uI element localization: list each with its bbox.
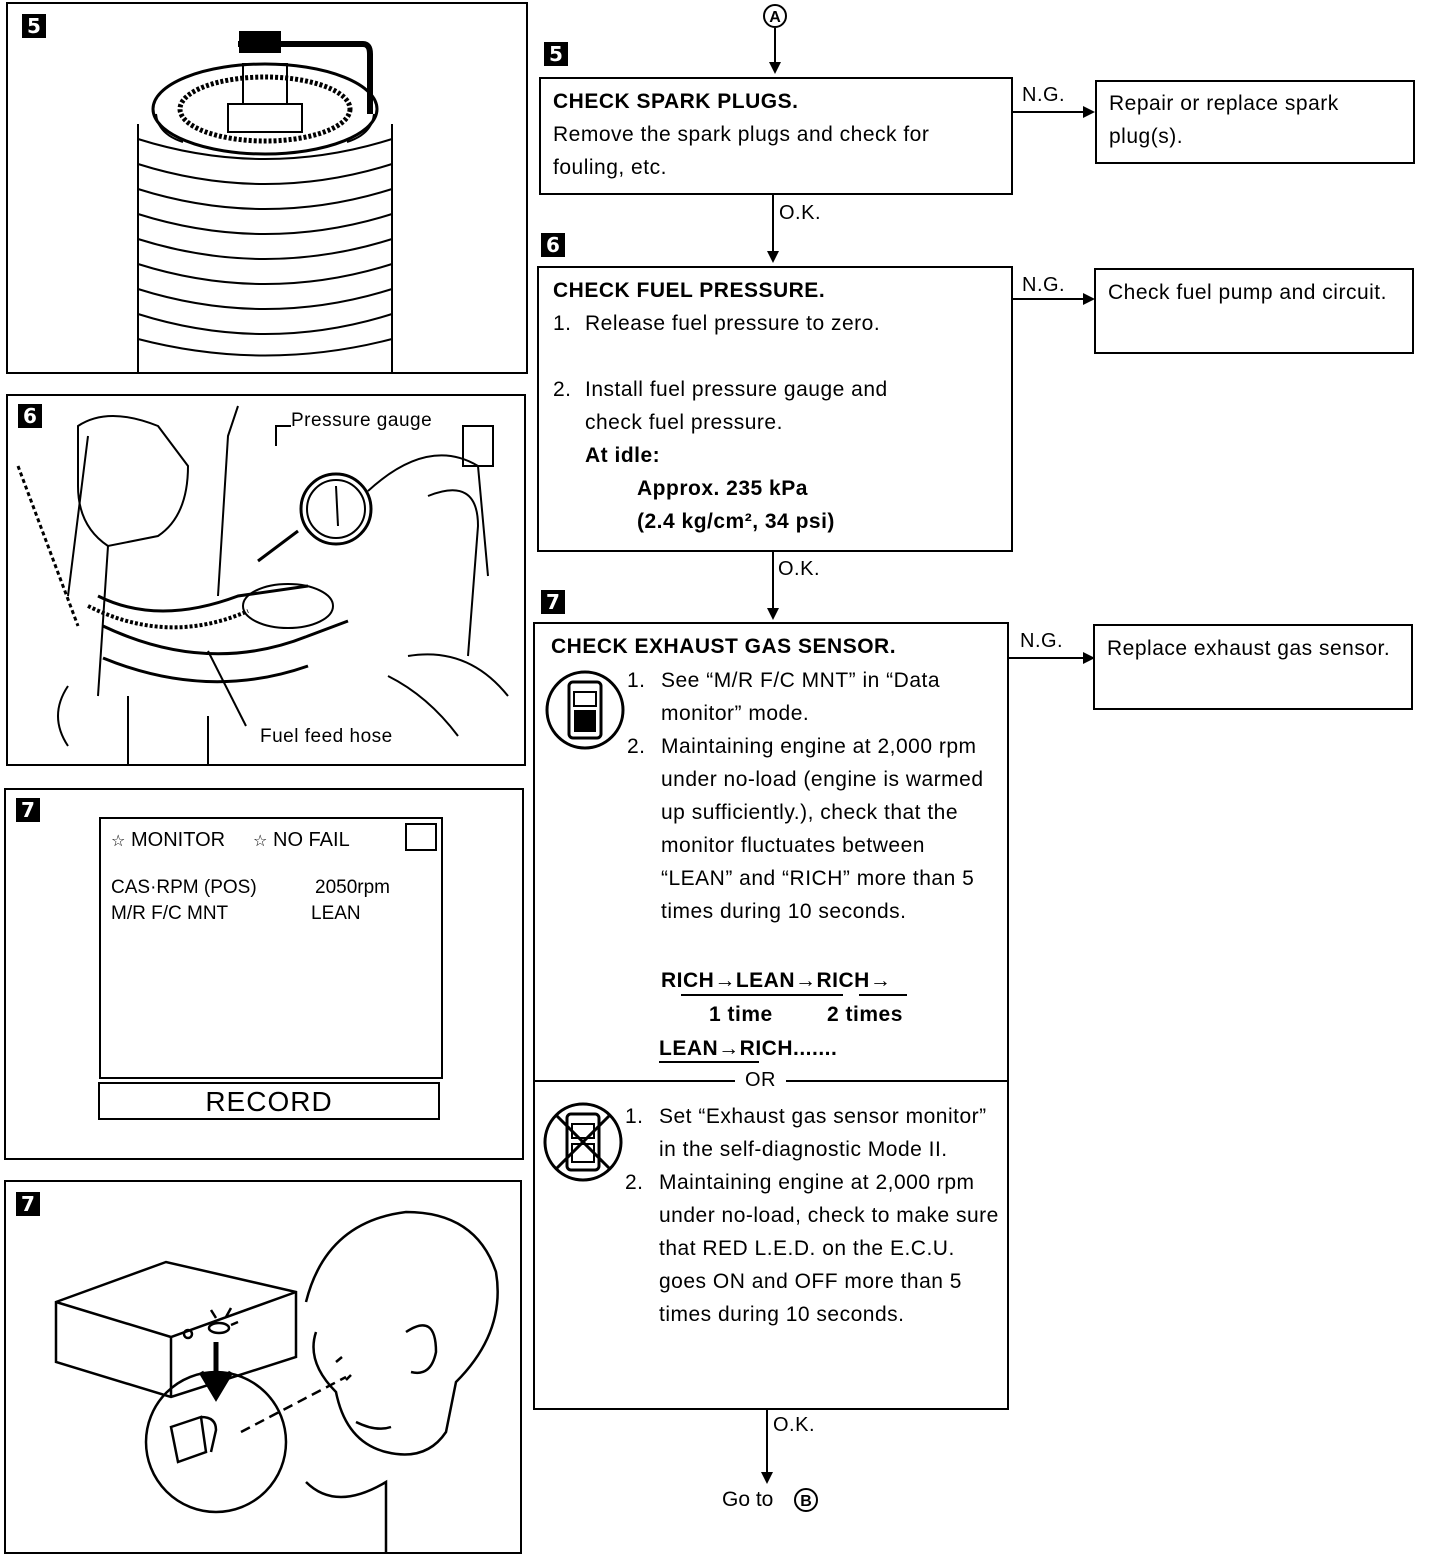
record-button[interactable]: RECORD <box>98 1082 440 1120</box>
rich-lean-sequence-1: RICH→LEAN→RICH→ <box>661 969 892 992</box>
count-1-time: 1 time <box>709 1003 773 1026</box>
pressure-gauge-label: Pressure gauge <box>291 410 433 432</box>
bracket-2 <box>859 994 907 996</box>
engine-bay-illustration <box>16 405 509 764</box>
or-label: OR <box>735 1066 786 1094</box>
step-badge-5: 5 <box>22 14 46 38</box>
arrow-down <box>761 1472 773 1484</box>
arrow-down <box>769 62 781 74</box>
ng-label-7: N.G. <box>1020 630 1064 652</box>
check-fuel-pressure-box: CHECK FUEL PRESSURE. 1. Release fuel pre… <box>537 266 1013 552</box>
check-spark-plugs-title: CHECK SPARK PLUGS. <box>553 90 799 113</box>
repair-spark-plug-text: Repair or replace spark plug(s). <box>1109 92 1339 148</box>
check-spark-plugs-box: CHECK SPARK PLUGS. Remove the spark plug… <box>539 77 1013 195</box>
exhaust-a-step-2-text: Maintaining engine at 2,000 rpm under no… <box>661 735 984 923</box>
fuel-step-2-text: Install fuel pressure gauge and check fu… <box>585 378 888 434</box>
go-to-label: Go to <box>722 1488 774 1511</box>
fuel-pressure-value: Approx. 235 kPa <box>637 477 808 500</box>
exhaust-b-step-1-text: Set “Exhaust gas sensor monitor” in the … <box>659 1105 987 1161</box>
arrow-right <box>1083 293 1095 305</box>
figure-ecu-led-panel: 7 <box>4 1180 522 1554</box>
cas-rpm-value: 2050rpm <box>315 877 390 898</box>
flow-line <box>1013 111 1085 113</box>
flow-line <box>774 28 776 64</box>
check-fuel-pump-text: Check fuel pump and circuit. <box>1108 281 1387 304</box>
monitor-screen: ☆ MONITOR ☆ NO FAIL CAS·RPM (POS) 2050rp… <box>99 817 443 1079</box>
cas-rpm-label: CAS·RPM (POS) <box>111 877 257 898</box>
monitor-heading: MONITOR <box>131 829 226 851</box>
ok-label-7: O.K. <box>773 1414 816 1436</box>
fuel-step-2-number: 2. <box>553 378 572 401</box>
monitor-star-icon: ☆ <box>111 833 126 850</box>
check-fuel-pressure-title: CHECK FUEL PRESSURE. <box>553 279 826 302</box>
ecu-led-illustration <box>54 1210 499 1552</box>
step-badge-7-flow: 7 <box>541 590 565 614</box>
replace-exhaust-sensor-text: Replace exhaust gas sensor. <box>1107 637 1391 660</box>
check-fuel-pump-box: Check fuel pump and circuit. <box>1094 268 1414 354</box>
exhaust-method-b: 1. Set “Exhaust gas sensor monitor” in t… <box>625 1100 999 1331</box>
repair-spark-plug-box: Repair or replace spark plug(s). <box>1095 80 1415 164</box>
monitor-checkbox[interactable] <box>405 823 437 851</box>
ok-label-5: O.K. <box>779 202 822 224</box>
fuel-step-1-number: 1. <box>553 312 572 335</box>
flow-line <box>1013 298 1085 300</box>
fuel-feed-hose-label: Fuel feed hose <box>260 726 393 748</box>
no-fail-star-icon: ☆ <box>253 833 268 850</box>
check-exhaust-gas-sensor-title: CHECK EXHAUST GAS SENSOR. <box>551 635 897 658</box>
figure-spark-plug-panel: 5 <box>6 2 528 374</box>
count-2-times: 2 times <box>827 1003 903 1026</box>
arrow-down <box>767 251 779 263</box>
figure-monitor-screen-panel: 7 ☆ MONITOR ☆ NO FAIL CAS·RPM (POS) 2050… <box>4 788 524 1160</box>
flow-line <box>772 552 774 610</box>
step-badge-6: 6 <box>18 404 42 428</box>
consult-tool-icon <box>545 670 625 750</box>
connector-a: A <box>763 4 787 28</box>
fuel-step-2: 2. Install fuel pressure gauge and check… <box>553 373 997 439</box>
step-badge-6-flow: 6 <box>541 233 565 257</box>
exhaust-b-step-2-text: Maintaining engine at 2,000 rpm under no… <box>659 1171 999 1326</box>
fuel-pressure-units: (2.4 kg/cm², 34 psi) <box>637 510 835 533</box>
bracket-3 <box>659 1061 759 1063</box>
figure-fuel-gauge-panel: 6 Pressure gauge Fuel feed hose <box>6 394 526 766</box>
exhaust-b-step-1-number: 1. <box>625 1105 644 1128</box>
ok-label-6: O.K. <box>778 558 821 580</box>
spark-plug-illustration <box>137 31 393 372</box>
arrow-right <box>1083 652 1095 664</box>
exhaust-a-step-2: 2. Maintaining engine at 2,000 rpm under… <box>627 730 997 928</box>
fuel-step-1-text: Release fuel pressure to zero. <box>585 312 881 335</box>
exhaust-a-step-1-number: 1. <box>627 669 646 692</box>
bracket-1 <box>681 994 843 996</box>
check-exhaust-gas-sensor-box: CHECK EXHAUST GAS SENSOR. 1. See “M/R F/… <box>533 622 1009 1410</box>
exhaust-a-step-1: 1. See “M/R F/C MNT” in “Data monitor” m… <box>627 664 997 730</box>
flow-line <box>766 1410 768 1474</box>
no-fail-status: NO FAIL <box>273 829 350 851</box>
connector-b: B <box>794 1488 818 1512</box>
at-idle-label: At idle: <box>585 444 661 467</box>
mr-fc-mnt-label: M/R F/C MNT <box>111 903 229 924</box>
arrow-right <box>1083 106 1095 118</box>
exhaust-a-step-1-text: See “M/R F/C MNT” in “Data monitor” mode… <box>661 669 941 725</box>
exhaust-b-step-2: 2. Maintaining engine at 2,000 rpm under… <box>625 1166 999 1331</box>
exhaust-b-step-2-number: 2. <box>625 1171 644 1194</box>
lean-rich-sequence-2: LEAN→RICH....... <box>659 1037 838 1060</box>
step-badge-5-flow: 5 <box>544 42 568 66</box>
step-badge-7b: 7 <box>16 1192 40 1216</box>
ng-label-6: N.G. <box>1022 274 1066 296</box>
fuel-step-1: 1. Release fuel pressure to zero. <box>553 307 997 340</box>
exhaust-method-a: 1. See “M/R F/C MNT” in “Data monitor” m… <box>627 664 997 928</box>
no-consult-tool-icon <box>543 1102 623 1182</box>
check-spark-plugs-body: Remove the spark plugs and check for fou… <box>553 123 930 179</box>
mr-fc-mnt-value: LEAN <box>311 903 361 924</box>
arrow-down <box>767 608 779 620</box>
exhaust-b-step-1: 1. Set “Exhaust gas sensor monitor” in t… <box>625 1100 999 1166</box>
exhaust-a-step-2-number: 2. <box>627 735 646 758</box>
ng-label-5: N.G. <box>1022 84 1066 106</box>
step-badge-7a: 7 <box>16 798 40 822</box>
replace-exhaust-sensor-box: Replace exhaust gas sensor. <box>1093 624 1413 710</box>
flow-line <box>772 195 774 253</box>
flow-line <box>1009 657 1085 659</box>
